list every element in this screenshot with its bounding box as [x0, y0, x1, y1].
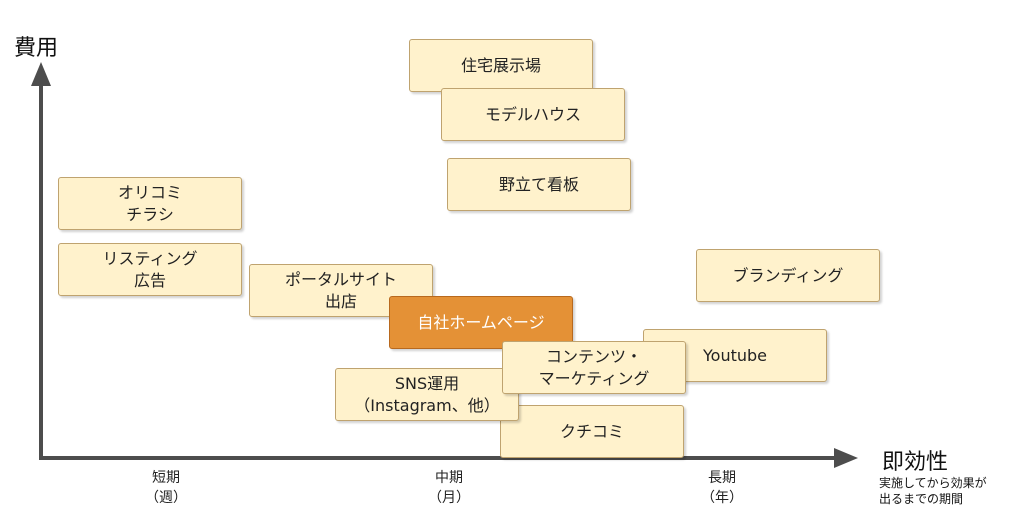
tick-short-term: 短期 （週）	[126, 468, 206, 508]
tick-mid-term-label: 中期	[435, 470, 463, 486]
box-model-house: モデルハウス	[441, 88, 625, 141]
tick-short-term-label: 短期	[152, 470, 180, 486]
box-word-of-mouth: クチコミ	[500, 405, 684, 458]
y-axis-arrow	[31, 62, 51, 86]
box-company-homepage: 自社ホームページ	[389, 296, 573, 349]
box-listing-ads: リスティング 広告	[58, 243, 242, 296]
tick-mid-term-sub: （月）	[428, 490, 470, 506]
box-content-marketing: コンテンツ・ マーケティング	[502, 341, 686, 394]
tick-long-term-label: 長期	[708, 470, 736, 486]
tick-long-term: 長期 （年）	[682, 468, 762, 508]
box-roadside-billboard: 野立て看板	[447, 158, 631, 211]
x-axis-label: 即効性	[882, 450, 949, 475]
tick-mid-term: 中期 （月）	[409, 468, 489, 508]
box-portal-site: ポータルサイト 出店	[249, 264, 433, 317]
box-housing-exhibition: 住宅展示場	[409, 39, 593, 92]
tick-long-term-sub: （年）	[701, 490, 743, 506]
x-axis-note: 実施してから効果が 出るまでの期間	[879, 476, 987, 506]
x-axis-arrow	[834, 448, 858, 468]
box-sns-operation: SNS運用 （Instagram、他）	[335, 368, 519, 421]
box-flyer-insert: オリコミ チラシ	[58, 177, 242, 230]
box-branding: ブランディング	[696, 249, 880, 302]
tick-short-term-sub: （週）	[145, 490, 187, 506]
y-axis-label: 費用	[14, 36, 59, 61]
